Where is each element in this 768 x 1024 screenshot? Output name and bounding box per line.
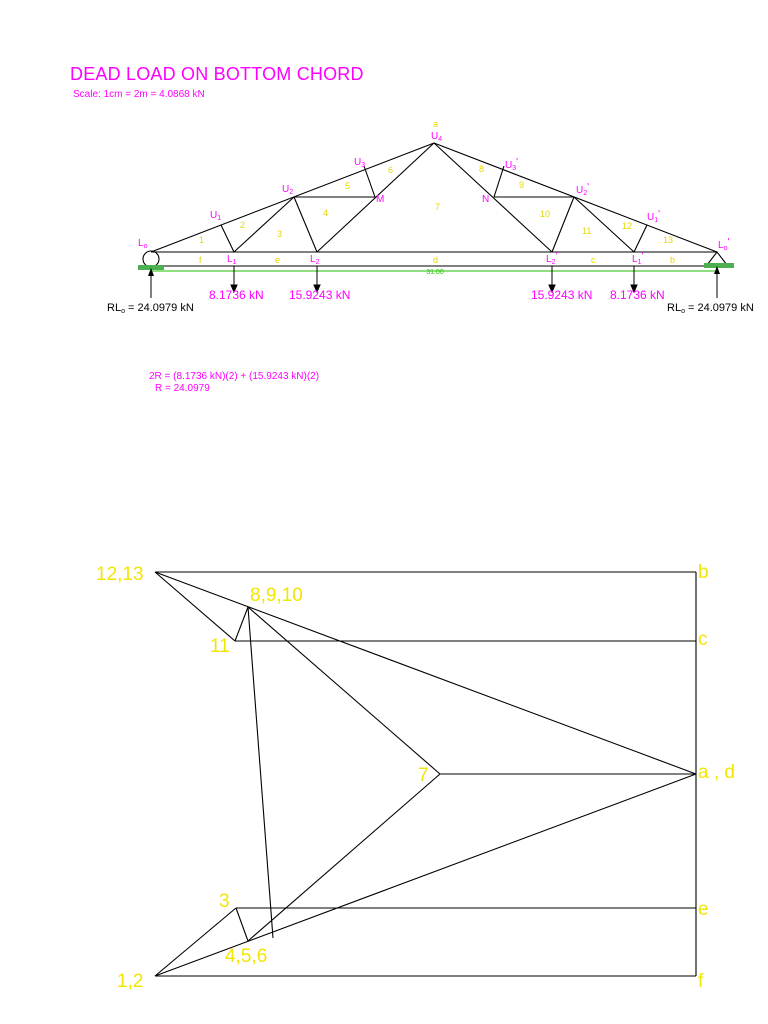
load-value: 8.1736 kN bbox=[209, 288, 264, 302]
web-L2-U4 bbox=[316, 142, 435, 253]
joint-label-L1p: L1' bbox=[632, 251, 643, 266]
load-arrow-L1p-icon bbox=[630, 284, 638, 294]
member-12-a bbox=[154, 571, 697, 775]
region-label-6: 6 bbox=[388, 165, 393, 175]
region-labels: a b c d e f 1 2 3 4 5 6 7 8 9 10 11 12 1… bbox=[199, 119, 675, 265]
load-values: 8.1736 kN 15.9243 kN 15.9243 kN 8.1736 k… bbox=[209, 288, 665, 302]
web-U2p-L2p bbox=[551, 196, 575, 253]
region-label-12: 12 bbox=[622, 221, 632, 231]
right-reaction-arrow-icon bbox=[714, 266, 720, 274]
equation-line-2: R = 24.0979 bbox=[155, 383, 210, 394]
point-label-7: 7 bbox=[418, 765, 429, 786]
member-12-11 bbox=[154, 571, 236, 642]
region-label-7: 7 bbox=[435, 202, 440, 212]
roller-icon bbox=[142, 250, 160, 268]
region-label-2: 2 bbox=[240, 220, 245, 230]
reaction-right: RLo = 24.0979 kN bbox=[667, 302, 754, 315]
load-arrow-L1-icon bbox=[230, 284, 238, 294]
region-label-c: c bbox=[591, 255, 596, 265]
point-label-e: e bbox=[698, 899, 709, 920]
region-label-f: f bbox=[199, 255, 202, 265]
joint-label-L2: L2 bbox=[310, 254, 320, 266]
web-U2-L2 bbox=[293, 196, 318, 253]
point-label-3: 3 bbox=[219, 891, 230, 912]
point-label-b: b bbox=[698, 562, 709, 583]
region-label-e: e bbox=[275, 255, 280, 265]
region-label-8: 8 bbox=[479, 164, 484, 174]
point-label-12-13: 12,13 bbox=[96, 564, 144, 585]
joint-label-L0: Lo bbox=[138, 238, 148, 250]
region-label-a: a bbox=[433, 119, 438, 129]
web-U1p-L1p bbox=[633, 224, 648, 253]
load-value: 15.9243 kN bbox=[289, 288, 350, 302]
member-8-7 bbox=[247, 606, 441, 775]
member-1-3 bbox=[154, 907, 237, 977]
point-label-f: f bbox=[698, 971, 704, 992]
joint-label-U3: U3 bbox=[354, 157, 365, 169]
right-support-base bbox=[704, 263, 734, 268]
point-label-a-d: a , d bbox=[698, 762, 735, 783]
equation-line-1: 2R = (8.1736 kN)(2) + (15.9243 kN)(2) bbox=[149, 371, 320, 382]
web-U1-L1 bbox=[220, 224, 235, 253]
region-label-13: 13 bbox=[663, 235, 673, 245]
web-L1-U2 bbox=[233, 196, 295, 253]
point-label-4-5-6: 4,5,6 bbox=[225, 946, 267, 967]
region-label-3: 3 bbox=[277, 229, 282, 239]
left-support-base bbox=[138, 265, 164, 270]
joint-label-U2p: U2' bbox=[576, 182, 589, 197]
joint-label-L2p: L2' bbox=[546, 251, 557, 266]
web-U3p-N bbox=[493, 165, 505, 198]
joint-label-U1: U1 bbox=[210, 210, 221, 222]
load-value: 8.1736 kN bbox=[610, 288, 665, 302]
joint-label-U3p: U3' bbox=[505, 157, 518, 172]
point-label-c: c bbox=[698, 629, 708, 650]
region-label-11: 11 bbox=[582, 226, 591, 236]
scale-note: Scale: 1cm = 2m = 4.0868 kN bbox=[73, 89, 205, 100]
joint-label-N: N bbox=[482, 194, 489, 205]
joint-label-U1p: U1' bbox=[647, 209, 660, 224]
top-chord-right bbox=[433, 142, 718, 253]
region-label-10: 10 bbox=[540, 209, 550, 219]
truss-diagram bbox=[150, 142, 718, 267]
left-support bbox=[138, 250, 164, 298]
load-value: 15.9243 kN bbox=[531, 288, 592, 302]
member-4-7 bbox=[247, 773, 441, 942]
right-support bbox=[704, 251, 734, 298]
page-title: DEAD LOAD ON BOTTOM CHORD bbox=[70, 64, 364, 84]
load-arrows bbox=[230, 266, 638, 294]
load-arrow-L2p-icon bbox=[548, 284, 556, 294]
force-diagram bbox=[154, 571, 697, 977]
region-label-1: 1 bbox=[199, 235, 204, 245]
joint-label-M: M bbox=[376, 194, 384, 205]
member-1-a bbox=[154, 773, 697, 977]
left-reaction-arrow-icon bbox=[148, 268, 154, 276]
region-label-b: b bbox=[670, 255, 675, 265]
span-label: 31.00 bbox=[426, 269, 444, 276]
web-U3-M bbox=[363, 165, 376, 198]
point-label-8-9-10: 8,9,10 bbox=[250, 585, 303, 606]
point-label-1-2: 1,2 bbox=[117, 971, 143, 992]
member-3-4 bbox=[235, 907, 249, 942]
member-8-4 bbox=[247, 606, 274, 939]
region-label-9: 9 bbox=[519, 180, 524, 190]
reaction-left: RLo = 24.0979 kN bbox=[107, 302, 194, 315]
web-L1p-U2p bbox=[573, 196, 635, 253]
region-label-5: 5 bbox=[345, 181, 350, 191]
joint-labels: Lo L1 L2 L2' L1' Lo' U1 U2 U3 U4 U3' U2'… bbox=[138, 131, 729, 266]
joint-label-U2: U2 bbox=[282, 184, 293, 196]
region-label-d: d bbox=[433, 255, 438, 265]
force-diagram-labels: 12,13 8,9,10 11 7 3 4,5,6 1,2 b c a , d … bbox=[96, 562, 735, 992]
joint-label-L0p: Lo' bbox=[718, 237, 729, 252]
joint-label-U4: U4 bbox=[431, 131, 442, 143]
member-11-8 bbox=[234, 606, 249, 642]
top-chord-left bbox=[150, 142, 435, 253]
load-arrow-L2-icon bbox=[313, 284, 321, 294]
joint-label-L1: L1 bbox=[227, 254, 237, 266]
web-L2p-U4 bbox=[433, 142, 553, 253]
region-label-4: 4 bbox=[323, 208, 328, 218]
point-label-11: 11 bbox=[210, 636, 230, 657]
